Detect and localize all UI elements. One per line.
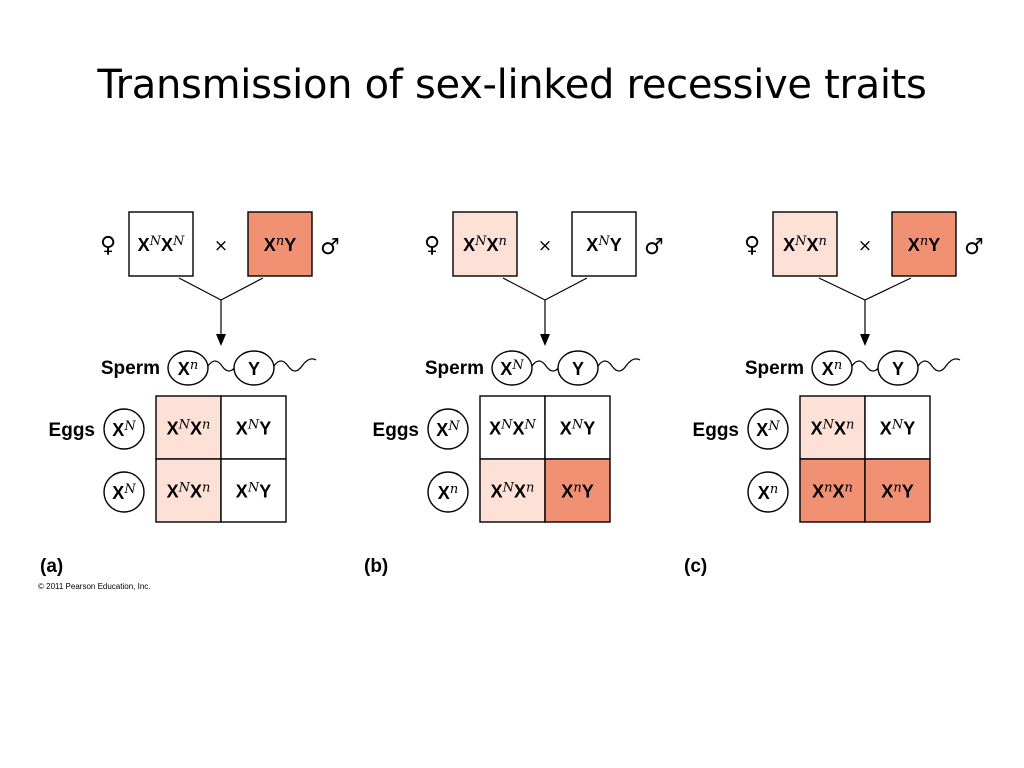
slide-title: Transmission of sex-linked recessive tra… [97, 62, 927, 108]
sperm-tail [917, 358, 961, 372]
panel-a: ♀XN​XN​×Xn​Y♂SpermXn​YEggsXN​XN​XN​Xn​XN… [40, 211, 340, 577]
male-parent-box [247, 211, 313, 277]
punnett-cell [479, 395, 546, 460]
sperm-genotype: Y [892, 359, 904, 379]
eggs-label: Eggs [693, 420, 739, 441]
cross-symbol: × [214, 236, 228, 256]
egg-cell [747, 408, 789, 450]
egg-genotype: Xn​ [438, 482, 458, 503]
sperm-genotype: Y [248, 359, 260, 379]
panel-label: (a) [40, 556, 63, 577]
offspring-genotype: XN​Y [236, 418, 271, 439]
offspring-genotype: XN​Y [880, 418, 915, 439]
offspring-genotype: XN​Xn​ [811, 418, 855, 439]
male-symbol: ♂ [644, 235, 664, 260]
offspring-genotype: XN​XN​ [489, 418, 536, 439]
male-symbol: ♂ [964, 235, 984, 260]
offspring-genotype: XN​Y [560, 418, 595, 439]
sperm-cell [167, 350, 209, 386]
offspring-genotype: Xn​Y [881, 481, 913, 502]
copyright-notice: © 2011 Pearson Education, Inc. [38, 582, 150, 591]
sperm-genotype: Xn​ [822, 358, 842, 379]
egg-genotype: Xn​ [758, 482, 778, 503]
sperm-cell [811, 350, 853, 386]
panel-label: (c) [684, 556, 707, 577]
punnett-cell [864, 458, 931, 523]
eggs-label: Eggs [49, 420, 95, 441]
panel-label: (b) [364, 556, 388, 577]
female-parent-box [128, 211, 194, 277]
male-symbol: ♂ [320, 235, 340, 260]
offspring-genotype: XN​Xn​ [167, 418, 211, 439]
cross-symbol: × [538, 236, 552, 256]
male-parent-genotype: Xn​Y [908, 234, 940, 255]
sperm-label: Sperm [425, 358, 484, 379]
punnett-cell [220, 458, 287, 523]
egg-cell [427, 471, 469, 513]
panel-c: ♀XN​Xn​×Xn​Y♂SpermXn​YEggsXN​Xn​XN​Xn​XN… [684, 211, 984, 577]
egg-cell [103, 471, 145, 513]
female-parent-genotype: XN​XN​ [138, 234, 185, 255]
egg-genotype: XN​ [756, 419, 780, 440]
punnett-cell [155, 395, 222, 460]
female-parent-box [772, 211, 838, 277]
cross-connector [178, 277, 264, 301]
panel-b: ♀XN​Xn​×XN​Y♂SpermXN​YEggsXN​Xn​XN​XN​XN… [364, 211, 664, 577]
female-parent-genotype: XN​Xn​ [463, 234, 507, 255]
punnett-cell [479, 458, 546, 523]
cross-connector [502, 277, 588, 301]
offspring-genotype: XN​Xn​ [491, 481, 535, 502]
egg-genotype: XN​ [112, 482, 136, 503]
female-symbol: ♀ [424, 233, 440, 258]
punnett-cell [864, 395, 931, 460]
punnett-cell [220, 395, 287, 460]
sperm-tail [597, 358, 641, 372]
sperm-cell [557, 350, 599, 386]
offspring-genotype: XN​Y [236, 481, 271, 502]
arrow-head [216, 334, 226, 346]
sperm-label: Sperm [745, 358, 804, 379]
sperm-genotype: XN​ [500, 358, 524, 379]
sperm-cell [233, 350, 275, 386]
female-parent-box [452, 211, 518, 277]
offspring-genotype: Xn​Y [561, 481, 593, 502]
male-parent-genotype: Xn​Y [264, 234, 296, 255]
female-symbol: ♀ [100, 233, 116, 258]
male-parent-box [891, 211, 957, 277]
cross-symbol: × [858, 236, 872, 256]
cross-connector [818, 277, 912, 301]
offspring-genotype: XN​Xn​ [167, 481, 211, 502]
female-symbol: ♀ [744, 233, 760, 258]
punnett-cell [544, 458, 611, 523]
arrow-head [540, 334, 550, 346]
male-parent-genotype: XN​Y [586, 234, 621, 255]
sperm-genotype: Xn​ [178, 358, 198, 379]
egg-cell [103, 408, 145, 450]
offspring-genotype: Xn​Xn​ [812, 481, 853, 502]
eggs-label: Eggs [373, 420, 419, 441]
punnett-cell [155, 458, 222, 523]
egg-genotype: XN​ [112, 419, 136, 440]
sperm-label: Sperm [101, 358, 160, 379]
punnett-cell [544, 395, 611, 460]
female-parent-genotype: XN​Xn​ [783, 234, 827, 255]
punnett-cell [799, 458, 866, 523]
egg-cell [427, 408, 469, 450]
egg-genotype: XN​ [436, 419, 460, 440]
arrow-head [860, 334, 870, 346]
sperm-cell [877, 350, 919, 386]
male-parent-box [571, 211, 637, 277]
sperm-genotype: Y [572, 359, 584, 379]
egg-cell [747, 471, 789, 513]
sperm-cell [491, 350, 533, 386]
sperm-tail [273, 358, 317, 372]
